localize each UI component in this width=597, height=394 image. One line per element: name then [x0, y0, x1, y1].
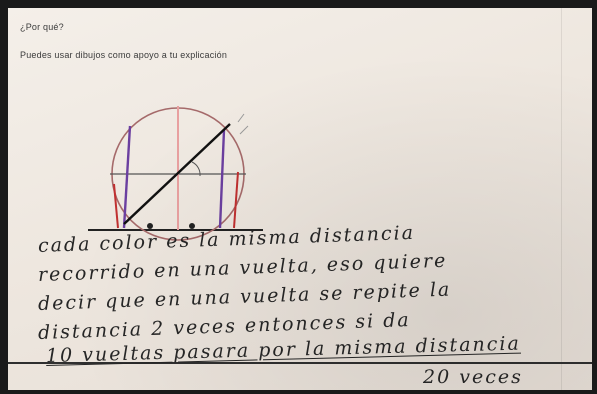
question-heading: ¿Por qué? [20, 22, 64, 32]
paper-fold-line [561, 8, 562, 390]
angle-arc [191, 161, 201, 177]
ground-dot-2 [189, 223, 195, 229]
red-chord-right [233, 171, 239, 229]
black-diagonal [123, 123, 231, 225]
worksheet-paper: ¿Por qué? Puedes usar dibujos como apoyo… [8, 8, 592, 390]
circle-diagram [88, 106, 263, 241]
red-chord-left [113, 183, 119, 229]
answer-rule-line [8, 362, 592, 364]
purple-chord-right [218, 129, 226, 229]
instruction-text: Puedes usar dibujos como apoyo a tu expl… [20, 50, 228, 60]
purple-chord-left [122, 125, 132, 229]
ground-dot-1 [147, 223, 153, 229]
annotation-marks [237, 113, 249, 135]
answer-line-6: 20 veces [423, 366, 523, 388]
